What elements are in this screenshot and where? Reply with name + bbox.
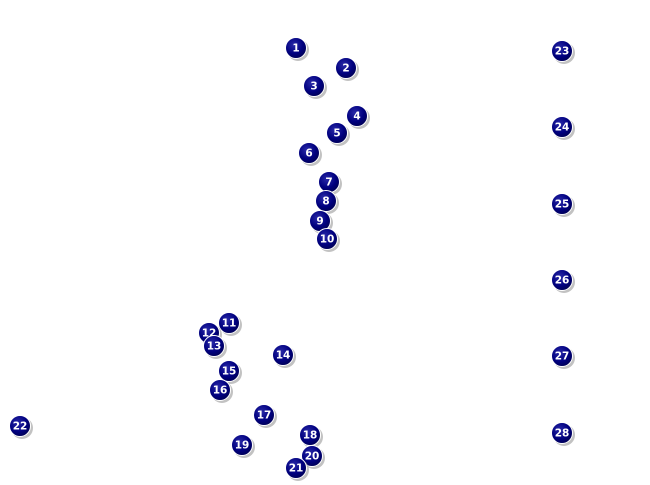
marker-15[interactable]: 15 [218,360,243,385]
marker-circle [218,360,240,382]
marker-label: 8 [322,196,329,208]
marker-label: 16 [213,385,228,397]
marker-label: 17 [257,410,272,422]
marker-label: 22 [13,421,28,433]
marker-label: 11 [222,318,237,330]
marker-1[interactable]: 1 [285,37,310,62]
marker-circle [326,122,348,144]
marker-17[interactable]: 17 [253,404,278,429]
marker-20[interactable]: 20 [301,445,326,470]
marker-label: 9 [316,216,323,228]
marker-label: 10 [320,234,335,246]
marker-22[interactable]: 22 [9,415,34,440]
marker-label: 6 [305,148,312,160]
marker-label: 3 [310,81,317,93]
marker-27[interactable]: 27 [551,345,576,370]
marker-3[interactable]: 3 [303,75,328,100]
marker-11[interactable]: 11 [218,312,243,337]
marker-label: 24 [555,122,570,134]
marker-26[interactable]: 26 [551,269,576,294]
marker-circle [551,345,573,367]
marker-circle [335,57,357,79]
marker-circle [551,422,573,444]
marker-14[interactable]: 14 [272,344,297,369]
marker-8[interactable]: 8 [315,190,340,215]
marker-label: 27 [555,351,570,363]
marker-circle [315,190,337,212]
marker-5[interactable]: 5 [326,122,351,147]
marker-label: 5 [333,128,340,140]
marker-label: 28 [555,428,570,440]
marker-label: 1 [292,43,299,55]
marker-label: 13 [207,341,222,353]
marker-19[interactable]: 19 [231,434,256,459]
marker-label: 2 [342,63,349,75]
marker-circle [551,269,573,291]
marker-circle [551,40,573,62]
marker-circle [303,75,325,97]
marker-label: 4 [353,111,360,123]
marker-7[interactable]: 7 [318,171,343,196]
marker-circle [316,228,338,250]
marker-circle [272,344,294,366]
marker-23[interactable]: 23 [551,40,576,65]
marker-label: 25 [555,199,570,211]
marker-label: 7 [325,177,332,189]
marker-circle [551,193,573,215]
marker-10[interactable]: 10 [316,228,341,253]
marker-label: 19 [235,440,250,452]
marker-circle [9,415,31,437]
markers-layer: 1234567891011121314151617181920212223242… [9,37,576,482]
marker-circle [285,37,307,59]
marker-18[interactable]: 18 [299,424,324,449]
marker-24[interactable]: 24 [551,116,576,141]
marker-circle [301,445,323,467]
marker-circle [551,116,573,138]
marker-label: 20 [305,451,320,463]
marker-13[interactable]: 13 [203,335,228,360]
marker-2[interactable]: 2 [335,57,360,82]
marker-circle [346,105,368,127]
marker-label: 23 [555,46,570,58]
marker-circle [218,312,240,334]
marker-label: 26 [555,275,570,287]
marker-4[interactable]: 4 [346,105,371,130]
marker-label: 21 [289,463,304,475]
marker-circle [285,457,307,479]
marker-16[interactable]: 16 [209,379,234,404]
marker-circle [298,142,320,164]
marker-label: 18 [303,430,318,442]
marker-circle [203,335,225,357]
marker-circle [253,404,275,426]
marker-25[interactable]: 25 [551,193,576,218]
marker-6[interactable]: 6 [298,142,323,167]
marker-circle [231,434,253,456]
marker-21[interactable]: 21 [285,457,310,482]
marker-circle [209,379,231,401]
marker-28[interactable]: 28 [551,422,576,447]
marker-label: 14 [276,350,291,362]
marker-label: 15 [222,366,237,378]
